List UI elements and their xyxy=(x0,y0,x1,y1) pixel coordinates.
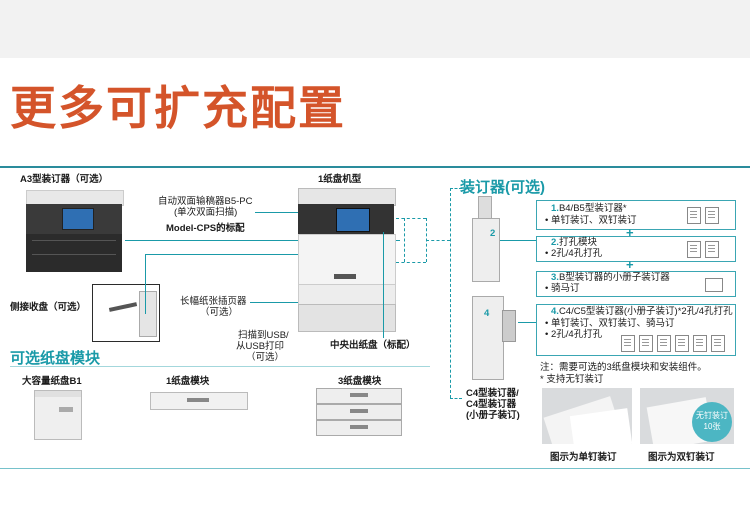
connector-dash xyxy=(450,398,462,399)
finisher-badge-4: 4 xyxy=(484,308,490,319)
a3-printer-image xyxy=(18,190,130,274)
option-3-title: B型装订器的小册子装订器 xyxy=(558,272,670,283)
option-1-box: 1.B4/B5型装订器* • 单钉装订、双钉装订 xyxy=(536,200,736,230)
connector-line xyxy=(145,254,146,314)
long-paper-label-2: （可选） xyxy=(200,307,239,318)
option-1-title: B4/B5型装订器* xyxy=(558,203,627,214)
paper-icon xyxy=(639,335,653,352)
option-4-title: C4/C5型装订器(小册子装订)*2孔/4孔打孔 xyxy=(558,306,733,317)
option-2-box: 2.打孔模块 • 2孔/4孔打孔 xyxy=(536,236,736,262)
option-3-box: 3.B型装订器的小册子装订器 • 骑马订 xyxy=(536,271,736,297)
paper-icon xyxy=(693,335,707,352)
paper-icon xyxy=(687,241,701,258)
connector-line xyxy=(255,212,305,213)
option-1-number: 1. xyxy=(551,203,559,214)
connector-dash xyxy=(450,188,462,189)
connector-line xyxy=(250,302,305,303)
c4-label-2: C4型装订器 xyxy=(466,399,517,410)
page-title: 更多可扩充配置 xyxy=(10,82,346,134)
tray3-label: 3纸盘模块 xyxy=(338,376,382,387)
badge-line-1: 无钉装订 xyxy=(696,411,728,420)
section-rule xyxy=(10,366,430,367)
tray1-image xyxy=(150,392,248,410)
option-2-number: 2. xyxy=(551,237,559,248)
finisher-c4-image: 4 xyxy=(470,294,518,380)
option-1-line: • 单钉装订、双钉装订 xyxy=(545,215,637,226)
paper-icon xyxy=(621,335,635,352)
option-4-box: 4.C4/C5型装订器(小册子装订)*2孔/4孔打孔 • 单钉装订、双钉装订、骑… xyxy=(536,304,736,356)
option-4-line-1: • 单钉装订、双钉装订、骑马订 xyxy=(545,318,675,329)
connector-line xyxy=(383,232,384,338)
usb-label-2: 从USB打印 xyxy=(236,341,285,352)
connector-line xyxy=(125,240,400,241)
caption-double-staple: 图示为双钉装订 xyxy=(648,452,715,463)
option-2-line: • 2孔/4孔打孔 xyxy=(545,248,603,259)
hcf-image xyxy=(34,390,82,440)
paper-icon xyxy=(705,241,719,258)
note-2: * 支持无钉装订 xyxy=(540,374,604,385)
option-2-title: 打孔模块 xyxy=(558,237,597,248)
tray1-label: 1纸盘模块 xyxy=(166,376,210,387)
connector-dash xyxy=(396,218,426,219)
base-model-label: 1纸盘机型 xyxy=(318,174,362,185)
tray3-image xyxy=(316,388,402,438)
cps-std-label: Model-CPS的标配 xyxy=(166,223,245,234)
single-staple-photo xyxy=(542,388,632,444)
option-3-number: 3. xyxy=(551,272,559,283)
finisher-b-image: 2 xyxy=(470,196,500,282)
base-printer-image xyxy=(296,188,396,334)
staple-free-badge: 无钉装订 10张 xyxy=(692,402,732,442)
hcf-label: 大容量纸盘B1 xyxy=(22,376,82,387)
paper-icon xyxy=(657,335,671,352)
usb-label-3: （可选） xyxy=(246,352,285,363)
long-paper-label-1: 长幅纸张插页器 xyxy=(180,296,247,307)
connector-dash xyxy=(404,218,405,262)
adf-label-2: (单次双面扫描) xyxy=(174,207,238,218)
usb-label-1: 扫描到USB/ xyxy=(238,330,289,341)
finisher-badge-2: 2 xyxy=(490,228,496,239)
side-tray-label: 侧接收盘（可选） xyxy=(10,302,87,313)
plus-sign: + xyxy=(626,225,634,240)
badge-line-2: 10张 xyxy=(703,422,721,431)
top-banner xyxy=(0,0,750,58)
c4-label-3: (小册子装订) xyxy=(466,410,520,421)
header-divider xyxy=(0,166,750,168)
connector-line xyxy=(145,254,390,255)
option-4-number: 4. xyxy=(551,306,559,317)
footer-rule xyxy=(0,468,750,469)
optional-trays-title: 可选纸盘模块 xyxy=(10,350,101,367)
booklet-icon xyxy=(705,278,723,292)
note-1: 注：需要可选的3纸盘模块和安装组件。 xyxy=(540,362,707,373)
double-staple-photo: 无钉装订 10张 xyxy=(640,388,734,444)
connector-dash xyxy=(396,262,426,263)
connector-line xyxy=(500,240,536,241)
connector-dash xyxy=(450,188,451,398)
a3-finisher-label: A3型装订器（可选） xyxy=(20,174,109,185)
adf-label-1: 自动双面输稿器B5-PC xyxy=(158,196,253,207)
option-4-line-2: • 2孔/4孔打孔 xyxy=(545,329,603,340)
paper-icon xyxy=(711,335,725,352)
paper-icon xyxy=(687,207,701,224)
option-3-line: • 骑马订 xyxy=(545,283,580,294)
paper-icon xyxy=(705,207,719,224)
paper-icon xyxy=(675,335,689,352)
caption-single-staple: 图示为单钉装订 xyxy=(550,452,617,463)
plus-sign: + xyxy=(626,257,634,272)
side-tray-image xyxy=(92,284,160,342)
connector-line xyxy=(518,322,536,323)
connector-dash xyxy=(426,240,450,241)
center-tray-label: 中央出纸盘（标配） xyxy=(330,340,416,351)
c4-label-1: C4型装订器/ xyxy=(466,388,519,399)
finisher-title: 装订器(可选) xyxy=(460,179,545,196)
